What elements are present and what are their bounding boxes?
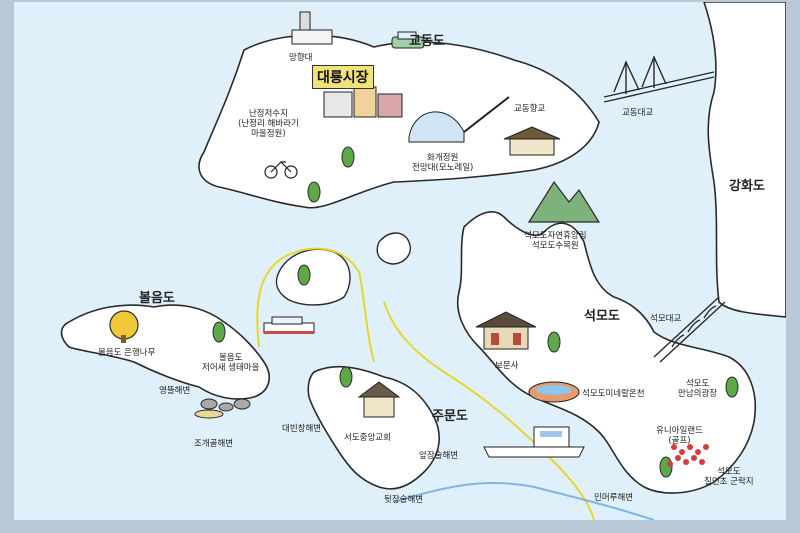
ferry-route-blue [393, 482, 655, 520]
label-manghyangdae: 망향대 [289, 53, 313, 63]
central-islet [275, 248, 351, 306]
label-gyodong-bridge: 교동대교 [622, 108, 654, 118]
label-seongmodo-forest: 석모도자연휴양림 석모도수목원 [524, 231, 587, 251]
label-ginkgo: 볼음도 은행나무 [98, 348, 156, 358]
label-gyodong-hyanggyo: 교동향교 [514, 104, 546, 114]
red-flower-field [667, 444, 709, 467]
hwagae-observatory [408, 96, 510, 143]
label-daebinchang: 대빈창해변 [282, 424, 322, 434]
small-islet [376, 232, 411, 265]
ferry-boat [263, 316, 315, 334]
car [391, 31, 425, 49]
label-ecology-village: 볼음도 저어새 생태마을 [202, 353, 260, 373]
label-bomunsa: 보문사 [495, 361, 519, 371]
label-azalea: 석모도 칠면초 군락지 [704, 467, 754, 487]
car-ferry [483, 426, 585, 458]
label-manam-plaza: 석모도 만남의광장 [678, 379, 718, 399]
label-daeryong-market: 대룡시장 [312, 65, 374, 89]
label-minmeoru: 민머루해변 [594, 493, 634, 503]
label-apjangsul: 앞장술해변 [419, 451, 459, 461]
hyanggyo-building [503, 126, 561, 156]
manghyangdae-monument [291, 11, 333, 45]
ferry-route-yellow [256, 247, 375, 363]
ferry-route-yellow-2 [383, 301, 595, 520]
label-funny-land: 유니아일랜드 (골프) [656, 426, 703, 446]
label-gyodongdo: 교동도 [409, 34, 445, 49]
label-ganghwado: 강화도 [729, 179, 765, 194]
gyodong-bridge-drawing [603, 55, 715, 103]
label-jumundo: 주문도 [432, 409, 468, 424]
mineral-spa [528, 381, 580, 403]
label-seodo-church: 서도중앙교회 [344, 433, 391, 443]
map-drawing [60, 2, 786, 520]
tourist-map: 교동도 망향대 대룡시장 난정저수지 (난정리 해바라기 마을정원) 화개정원 … [14, 2, 786, 520]
label-hwagae: 화개정원 전망대(모노레일) [412, 153, 474, 173]
seongmo-bridge-drawing [653, 296, 726, 363]
label-yeongttum: 영뜰해변 [159, 386, 191, 396]
church [357, 381, 401, 418]
label-mineral-spa: 석모도미네랄온천 [582, 389, 645, 399]
label-nanjeong: 난정저수지 (난정리 해바라기 마을정원) [238, 109, 299, 139]
label-dwitjangsul: 뒷장술해변 [384, 495, 424, 505]
beach-rocks [194, 398, 251, 419]
label-seongmo-bridge: 석모대교 [650, 314, 682, 324]
ganghwado-island [703, 2, 786, 318]
label-seongmodo: 석모도 [584, 309, 620, 324]
ginkgo-tree [109, 310, 139, 343]
seongmodo-island [456, 211, 756, 494]
bicycle [264, 161, 298, 179]
bomunsa-temple [475, 311, 537, 350]
jumundo-island [307, 365, 440, 490]
label-bolleumdo: 볼음도 [139, 291, 175, 306]
label-jogaegol: 조개골해변 [194, 439, 234, 449]
mountain-seongmodo [527, 180, 601, 223]
